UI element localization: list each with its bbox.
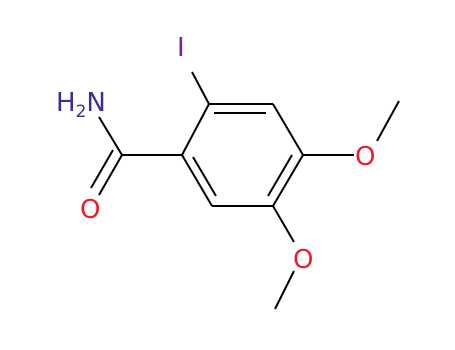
ring-bond-c4-c5: [272, 154, 304, 207]
methoxy-group-5: O: [272, 205, 313, 310]
bond-ring-iodine: [191, 71, 210, 105]
bond-methoxy-oxygen-methyl-5: [274, 270, 295, 310]
methoxy-oxygen-5-label: O: [293, 245, 313, 275]
bond-methoxy-oxygen-methyl-4: [376, 100, 400, 142]
bond-carbonyl-oxygen-double: [90, 149, 114, 189]
carbonyl-oxygen-label: O: [80, 195, 100, 225]
amide-group: H2N O: [56, 88, 182, 225]
methoxy-oxygen-4-label: O: [355, 142, 375, 172]
bond-carbonyl-oxygen: [98, 154, 123, 196]
methoxy-group-4: O: [303, 100, 400, 172]
iodine-substituent: I: [177, 33, 210, 105]
ring-double-bond-c6-c1: [192, 156, 217, 197]
ring-bond-c6-c1: [181, 154, 213, 207]
ring-bond-c3-c4: [272, 103, 304, 156]
amide-nitrogen-label: H2N: [56, 88, 106, 122]
iodine-label: I: [177, 33, 185, 63]
ring-double-bond-c4-c5: [267, 154, 293, 197]
bond-carbonyl-nitrogen: [98, 116, 123, 156]
ring-bond-c1-c2: [181, 103, 210, 156]
benzene-ring: [181, 103, 304, 207]
bond-ring-methoxy-oxygen-5: [272, 205, 295, 243]
